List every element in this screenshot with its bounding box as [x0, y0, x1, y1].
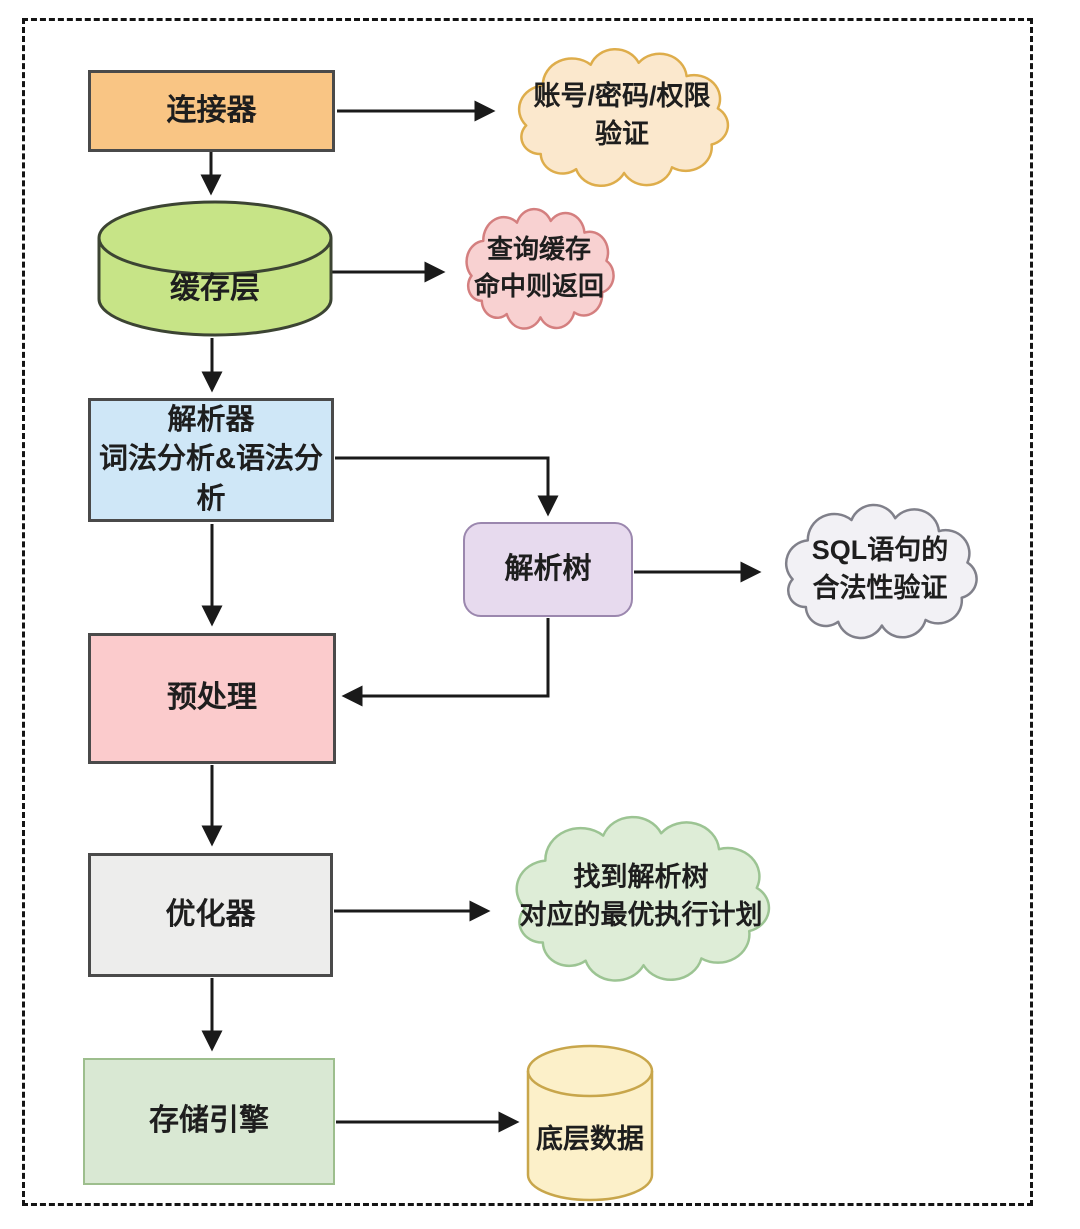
sql-cloud-label: SQL语句的 合法性验证 — [811, 535, 949, 603]
cylinder-shape — [97, 200, 333, 337]
cloud-shape — [451, 201, 627, 334]
parser-node: 解析器 词法分析&语法分析 — [88, 398, 334, 522]
diagram-dashed-border — [22, 18, 1033, 1206]
preprocessor-node: 预处理 — [88, 633, 336, 764]
plan-cloud-label: 找到解析树 对应的最优执行计划 — [519, 862, 763, 930]
cylinder-shape — [526, 1044, 654, 1202]
auth-cloud-node: 账号/密码/权限 验证 — [497, 40, 747, 192]
auth-cloud-label: 账号/密码/权限 验证 — [533, 81, 711, 149]
storage-engine-node: 存储引擎 — [83, 1058, 335, 1185]
underlying-data-node: 底层数据 — [526, 1044, 654, 1202]
cache-layer-label: 缓存层 — [170, 271, 260, 305]
optimizer-node: 优化器 — [88, 853, 333, 977]
cache-cloud-node: 查询缓存 命中则返回 — [451, 201, 627, 334]
parse-tree-node: 解析树 — [463, 522, 633, 617]
cache-cloud-label: 查询缓存 命中则返回 — [473, 234, 604, 301]
connector-node: 连接器 — [88, 70, 335, 152]
cloud-shape — [490, 806, 792, 988]
cache-layer-node: 缓存层 — [97, 200, 333, 337]
underlying-data-label: 底层数据 — [536, 1124, 644, 1155]
cloud-shape — [497, 40, 747, 192]
plan-cloud-node: 找到解析树 对应的最优执行计划 — [490, 806, 792, 988]
sql-cloud-node: SQL语句的 合法性验证 — [766, 496, 994, 644]
cloud-shape — [766, 496, 994, 644]
